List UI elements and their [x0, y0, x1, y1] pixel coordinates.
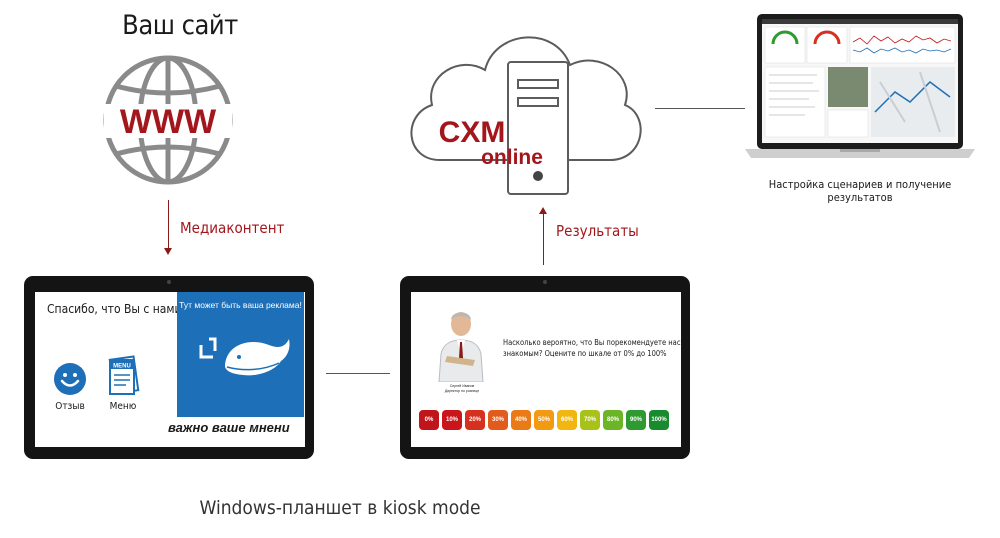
smile-icon [54, 363, 86, 395]
tablet-right-screen: Сергей Иванов Директор по рознице Наскол… [411, 292, 681, 447]
scale-button-10[interactable]: 10% [442, 410, 462, 430]
feedback-button[interactable]: Отзыв [50, 362, 90, 412]
laptop-caption: Настройка сценариев и получение результа… [768, 178, 952, 204]
globe-icon: WWW [103, 55, 233, 185]
tablets-connector [326, 373, 390, 374]
scale-button-0[interactable]: 0% [419, 410, 439, 430]
menu-button[interactable]: MENU Меню [103, 354, 143, 412]
ad-banner[interactable]: Тут может быть ваша реклама! [177, 292, 304, 417]
media-arrow-head [164, 248, 172, 255]
scale-button-20[interactable]: 20% [465, 410, 485, 430]
media-arrow-line [168, 200, 169, 250]
scale-button-80[interactable]: 80% [603, 410, 623, 430]
scale-button-100[interactable]: 100% [649, 410, 669, 430]
laptop-icon [745, 14, 975, 158]
camera-dot [543, 280, 547, 284]
menu-icon-text: MENU [113, 364, 131, 370]
menu-book-icon: MENU [108, 355, 140, 395]
scale-button-70[interactable]: 70% [580, 410, 600, 430]
person-role: Директор по рознице [444, 389, 480, 393]
cloud-laptop-connector [655, 108, 745, 109]
tablet-left-screen: Спасибо, что Вы с нами! Тут может быть в… [35, 292, 305, 447]
scale-button-50[interactable]: 50% [534, 410, 554, 430]
ad-text: Тут может быть ваша реклама! [179, 300, 302, 310]
camera-dot [167, 280, 171, 284]
scale-button-90[interactable]: 90% [626, 410, 646, 430]
www-text: WWW [120, 103, 217, 141]
tablet-left: Спасибо, что Вы с нами! Тут может быть в… [24, 276, 314, 459]
scale-button-60[interactable]: 60% [557, 410, 577, 430]
person-caption: Сергей Иванов Директор по рознице [431, 384, 493, 394]
scale-button-40[interactable]: 40% [511, 410, 531, 430]
person-photo [438, 312, 484, 382]
site-title: Ваш сайт [122, 10, 238, 41]
results-arrow-head [539, 207, 547, 214]
marquee-text: важно ваше мнени [168, 420, 290, 435]
feedback-label: Отзыв [55, 401, 85, 412]
kiosk-caption: Windows-планшет в kiosk mode [199, 497, 481, 519]
person-name: Сергей Иванов [449, 384, 475, 388]
media-label: Медиаконтент [180, 219, 285, 237]
brand-online: online [481, 146, 543, 169]
brand-cxm: CXM [439, 116, 506, 149]
nps-question: Насколько вероятно, что Вы порекомендует… [503, 338, 681, 358]
scale-button-30[interactable]: 30% [488, 410, 508, 430]
tablet-right: Сергей Иванов Директор по рознице Наскол… [400, 276, 690, 459]
results-label: Результаты [556, 222, 639, 240]
thanks-text: Спасибо, что Вы с нами! [47, 302, 186, 316]
whale-icon [199, 337, 290, 376]
menu-label: Меню [109, 401, 137, 412]
results-arrow-line [543, 213, 544, 265]
cloud-server-icon: CXM online [410, 36, 642, 195]
